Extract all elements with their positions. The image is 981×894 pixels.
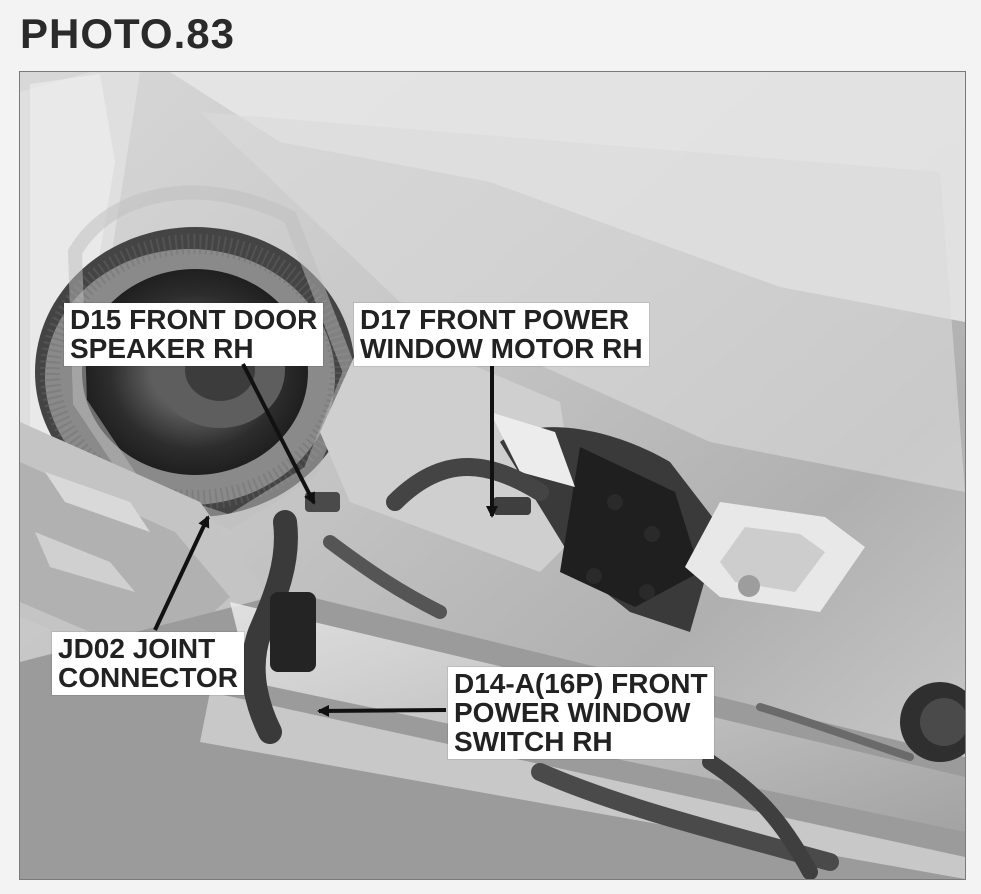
callout-d17-line1: D17 FRONT POWER [360, 304, 630, 335]
callout-d14a-line1: D14-A(16P) FRONT [454, 668, 708, 699]
callout-d15-line1: D15 FRONT DOOR [70, 304, 318, 335]
callout-d14a-line3: SWITCH RH [454, 726, 613, 757]
callout-jd02-line2: CONNECTOR [58, 662, 238, 693]
callout-d17-front-power-window-motor-rh: D17 FRONT POWER WINDOW MOTOR RH [354, 303, 649, 366]
photo-title: PHOTO.83 [20, 10, 235, 57]
callout-d14a-front-power-window-switch-rh: D14-A(16P) FRONT POWER WINDOW SWITCH RH [448, 667, 714, 759]
callout-d15-front-door-speaker-rh: D15 FRONT DOOR SPEAKER RH [64, 303, 324, 366]
callout-jd02-line1: JD02 JOINT [58, 633, 216, 664]
callout-d15-line2: SPEAKER RH [70, 333, 254, 364]
callout-d14a-line2: POWER WINDOW [454, 697, 691, 728]
callout-d17-line2: WINDOW MOTOR RH [360, 333, 643, 364]
callout-jd02-joint-connector: JD02 JOINT CONNECTOR [52, 632, 244, 695]
